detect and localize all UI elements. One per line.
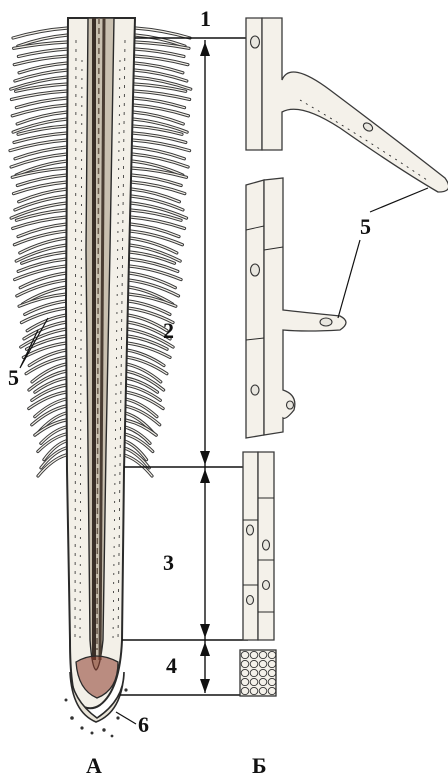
root-hair-label-right: 5 (360, 214, 371, 239)
hair-cell-segment-middle (246, 178, 346, 438)
zone-markers (120, 38, 250, 695)
cell-detail-panel (240, 18, 448, 696)
panel-label-left: А (86, 753, 102, 778)
hair-cell-segment-top (246, 18, 448, 192)
zone-label-4: 4 (166, 653, 177, 678)
panel-label-right: Б (252, 753, 267, 778)
leader-line (338, 188, 428, 318)
meristem-cells-segment (240, 650, 276, 696)
root-longitudinal-panel (10, 18, 191, 737)
root-cap-label: 6 (138, 712, 149, 737)
zone-label-2: 2 (163, 318, 174, 343)
elongation-cells-segment (243, 452, 274, 640)
zone-label-3: 3 (163, 550, 174, 575)
zone-label-1: 1 (200, 6, 211, 31)
root-hairs-left (10, 28, 68, 476)
root-hair-label-left: 5 (8, 365, 19, 390)
